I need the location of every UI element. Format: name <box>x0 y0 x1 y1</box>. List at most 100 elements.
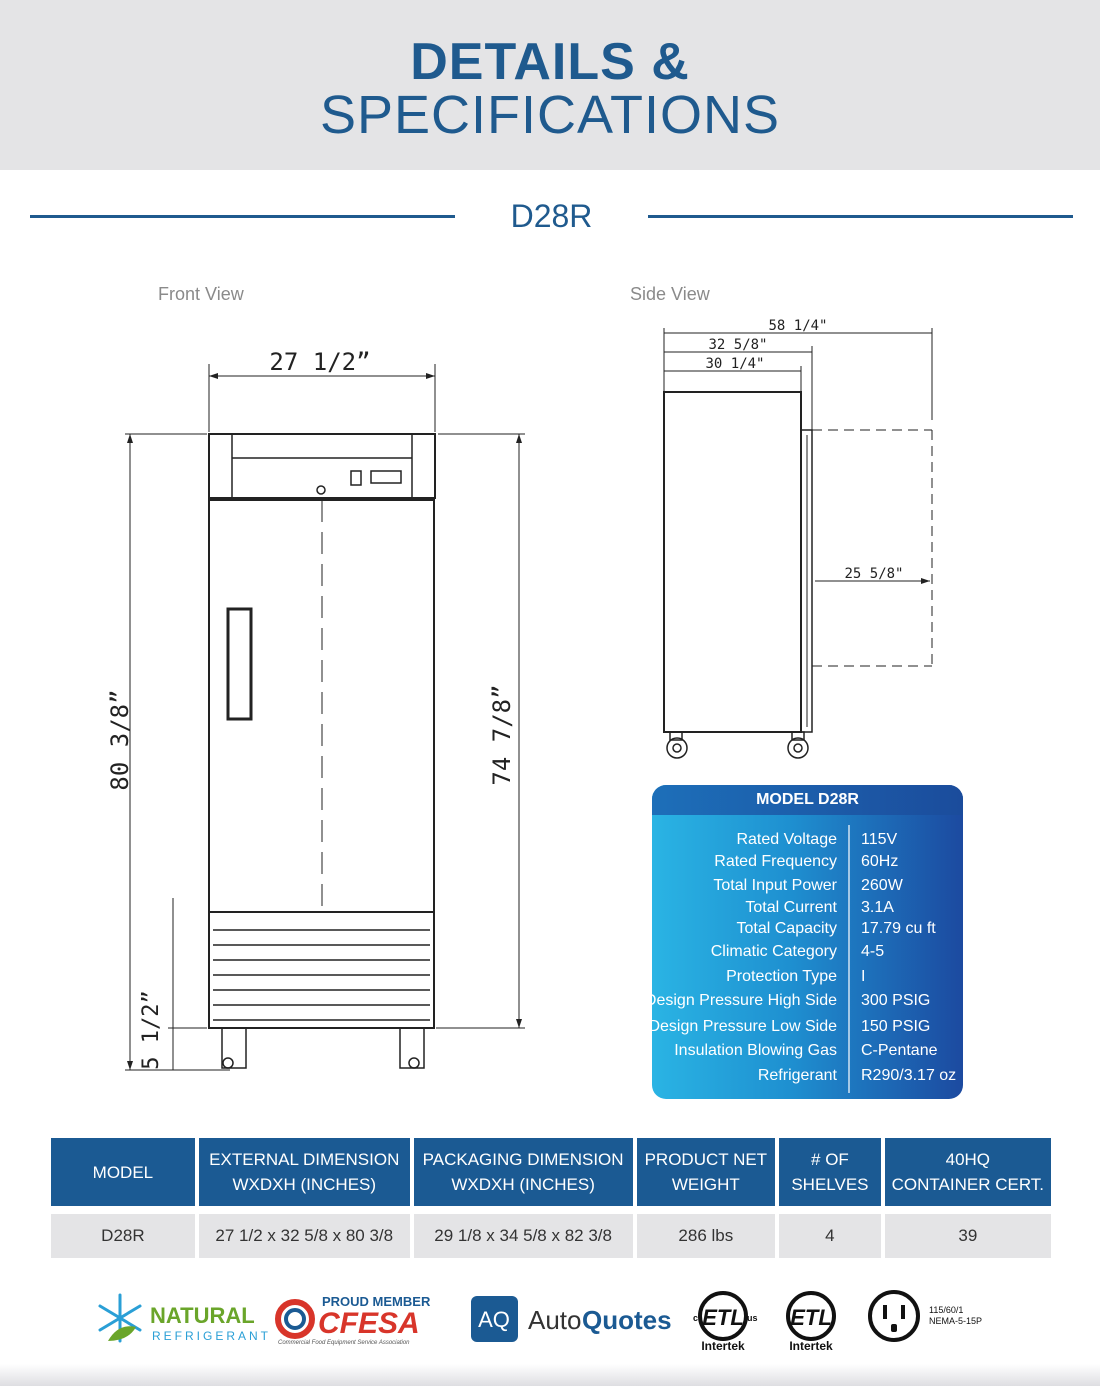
aq-badge-icon <box>471 1296 518 1342</box>
etl-text: ETL <box>790 1305 832 1330</box>
etl-circle-icon <box>786 1291 836 1341</box>
spec-label: Total Current <box>745 899 837 916</box>
front-view-drawing <box>125 364 525 1071</box>
footer-bar <box>0 1364 1100 1386</box>
etl-sanitation-mark: ETL Intertek <box>786 1291 836 1353</box>
spec-value: R290/3.17 oz <box>861 1067 957 1084</box>
spec-row: Total Input Power 260W <box>652 877 963 901</box>
front-height-base-dim: 5 1/2” <box>139 990 164 1069</box>
model-title: D28R <box>510 198 593 234</box>
spec-label: Total Input Power <box>713 877 837 894</box>
left-rule <box>30 215 455 218</box>
spec-row: Rated Voltage 115V <box>652 831 963 855</box>
model-spec-card: MODEL D28R Rated Voltage 115V Rated Frequ… <box>652 785 963 1099</box>
natural-refrigerant-logo: NATURAL REFRIGERANT <box>98 1293 271 1343</box>
plug-rating: 115/60/1 <box>929 1305 963 1315</box>
side-view-drawing <box>663 328 933 759</box>
spec-row: Total Current 3.1A <box>652 899 963 923</box>
spec-value: C-Pentane <box>861 1042 938 1059</box>
spec-label: Rated Voltage <box>736 831 837 848</box>
spec-row: Climatic Category 4-5 <box>652 943 963 967</box>
plug-nema: NEMA-5-15P <box>929 1316 982 1326</box>
cfesa-subtitle: Commercial Food Equipment Service Associ… <box>278 1340 410 1346</box>
natural-text: NATURAL <box>150 1303 255 1328</box>
spec-label: Total Capacity <box>736 920 838 937</box>
autoquotes-logo: AQ Auto Quotes <box>471 1296 672 1342</box>
table-cell: 29 1/8 x 34 5/8 x 82 3/8 <box>413 1214 633 1258</box>
spec-row: Insulation Blowing Gas C-Pentane <box>652 1042 963 1066</box>
nema-plug: 115/60/1 NEMA-5-15P <box>868 1290 982 1342</box>
intertek-label: Intertek <box>701 1339 745 1353</box>
table-cell: 4 <box>779 1214 881 1258</box>
right-rule <box>648 215 1073 218</box>
spec-row: Refrigerant R290/3.17 oz <box>652 1067 963 1091</box>
front-width-dim: 27 1/2” <box>269 348 370 376</box>
side-view-label: Side View <box>630 284 710 304</box>
spec-value: 150 PSIG <box>861 1018 931 1035</box>
spec-value: 3.1A <box>861 899 894 916</box>
spec-label: Design Pressure High Side <box>652 992 837 1009</box>
cfesa-proud-member: PROUD MEMBER <box>322 1294 431 1309</box>
spec-row: Design Pressure Low Side 150 PSIG <box>652 1018 963 1042</box>
side-door-swing-dim: 25 5/8" <box>844 566 903 582</box>
etl-c-mark: c <box>693 1313 698 1323</box>
header-title-line2: SPECIFICATIONS <box>319 85 781 145</box>
spec-label: Climatic Category <box>710 943 837 960</box>
etl-listed-mark-1: ETL c us Intertek <box>693 1291 758 1353</box>
spec-row: Total Capacity 17.79 cu ft <box>652 920 963 944</box>
etl-us-mark: us <box>747 1313 758 1323</box>
side-body-depth-dim: 30 1/4" <box>705 356 764 372</box>
table-cell: 39 <box>884 1214 1051 1258</box>
cfesa-ring-icon <box>275 1299 315 1339</box>
spec-value: 115V <box>861 831 898 848</box>
technical-drawing: 27 1/2” 80 3/8” 74 7/8” 5 1/2” <box>106 318 933 1071</box>
spec-label: Rated Frequency <box>714 853 837 870</box>
refrigerant-text: REFRIGERANT <box>152 1329 271 1343</box>
etl-circle-icon <box>698 1291 748 1341</box>
header-title-line1: DETAILS & <box>410 33 690 91</box>
table-cell: 27 1/2 x 32 5/8 x 80 3/8 <box>198 1214 410 1258</box>
intertek-label: Intertek <box>789 1339 833 1353</box>
spec-value: 60Hz <box>861 853 899 870</box>
table-cell: 286 lbs <box>636 1214 776 1258</box>
etl-text: ETL <box>702 1305 744 1330</box>
certification-logos: NATURAL REFRIGERANT PROUD MEMBER CFESA C… <box>98 1290 982 1353</box>
spec-row: Rated Frequency 60Hz <box>652 853 963 877</box>
page-header: DETAILS & SPECIFICATIONS <box>0 0 1100 170</box>
spec-value: 17.79 cu ft <box>861 920 936 937</box>
spec-label: Refrigerant <box>757 1067 837 1084</box>
spec-label: Protection Type <box>726 968 837 985</box>
spec-value: 4-5 <box>861 943 885 960</box>
side-depth-dim: 32 5/8" <box>708 337 767 353</box>
spec-label: Insulation Blowing Gas <box>674 1042 837 1059</box>
spec-value: 300 PSIG <box>861 992 931 1009</box>
table-row: D28R 27 1/2 x 32 5/8 x 80 3/8 29 1/8 x 3… <box>51 1214 1051 1258</box>
spec-card-divider <box>848 825 850 1093</box>
plug-outlet-icon <box>868 1290 920 1342</box>
spec-card-title: MODEL D28R <box>652 785 963 815</box>
cfesa-logo: PROUD MEMBER CFESA Commercial Food Equip… <box>275 1294 431 1346</box>
spec-label: Design Pressure Low Side <box>652 1018 837 1035</box>
table-cell: D28R <box>51 1214 195 1258</box>
front-height-total-dim: 80 3/8” <box>106 689 134 790</box>
spec-row: Protection Type I <box>652 968 963 992</box>
front-height-body-dim: 74 7/8” <box>488 684 516 785</box>
aq-badge-text: AQ <box>478 1307 510 1332</box>
spec-value: 260W <box>861 877 903 894</box>
aq-quotes-text: Quotes <box>582 1305 672 1335</box>
table-header-cell: MODEL <box>51 1138 195 1206</box>
front-view-label: Front View <box>158 284 244 304</box>
side-total-depth-dim: 58 1/4" <box>768 318 827 334</box>
spec-row: Design Pressure High Side 300 PSIG <box>652 992 963 1016</box>
aq-auto-text: Auto <box>528 1305 582 1335</box>
leaf-icon <box>108 1326 136 1341</box>
spec-value: I <box>861 968 866 985</box>
